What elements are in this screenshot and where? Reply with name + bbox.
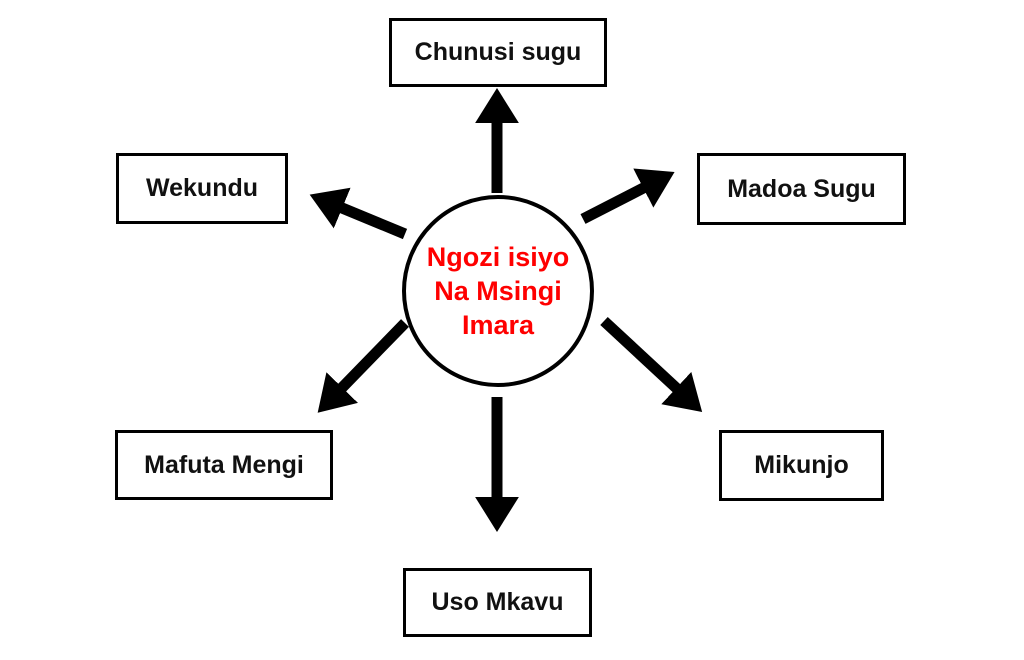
center-line-3: Imara	[461, 310, 535, 340]
arrow-down-left	[317, 319, 409, 413]
center-line-1: Ngozi isiyo	[426, 242, 570, 272]
node-mafuta-mengi: Mafuta Mengi	[115, 430, 333, 500]
node-chunusi-sugu: Chunusi sugu	[389, 18, 607, 87]
arrow-up-left	[309, 187, 408, 240]
arrow-down-right	[600, 316, 703, 412]
node-uso-mkavu: Uso Mkavu	[403, 568, 592, 637]
center-label: Ngozi isiyo Na Msingi Imara	[403, 197, 593, 385]
arrow-up-right	[580, 168, 675, 224]
node-mikunjo: Mikunjo	[719, 430, 884, 501]
node-madoa-sugu: Madoa Sugu	[697, 153, 906, 225]
center-line-2: Na Msingi	[434, 276, 562, 306]
node-wekundu: Wekundu	[116, 153, 288, 224]
center-circle	[402, 195, 594, 387]
